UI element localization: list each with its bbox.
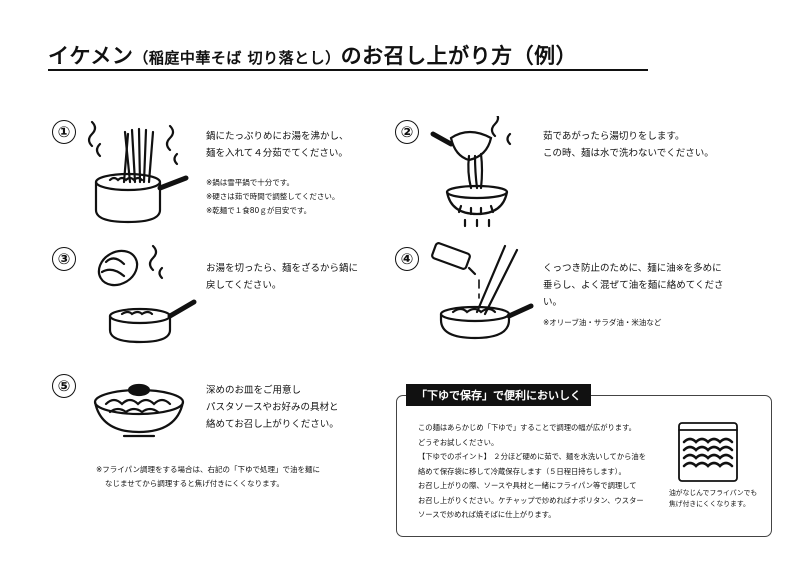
step-1-number: ① <box>52 120 76 144</box>
step-1-line-2: 麺を入れて４分茹でてください。 <box>206 148 348 159</box>
step-5-line-2: パスタソースやお好みの具材と <box>206 402 339 413</box>
tip-box-text: この麺はあらかじめ「下ゆで」することで調理の幅が広がります。 どうぞお試しくださ… <box>418 421 646 523</box>
colander-draining-icon <box>430 116 512 228</box>
step-1-text: 鍋にたっぷりめにお湯を沸かし、 麺を入れて４分茹でてください。 <box>206 128 349 162</box>
pot-boiling-noodles-icon <box>87 120 189 224</box>
tip-line-7: ソースで炒めれば焼そばに仕上がります。 <box>418 510 556 519</box>
oil-bottle-mixing-icon <box>431 242 534 340</box>
tip-box-caption: 油がなじんでフライパンでも 焦げ付きにくくなります。 <box>669 488 757 510</box>
storage-bag-noodles-icon <box>678 422 738 482</box>
step-5-note-2: なじませてから調理すると焦げ付きにくくなります。 <box>105 479 284 488</box>
tip-line-2: どうぞお試しください。 <box>418 437 499 447</box>
step-5-line-3: 絡めてお召し上がりください。 <box>206 419 339 430</box>
step-2-line-1: 茹であがったら湯切りをします。 <box>543 131 685 142</box>
title-underline <box>48 69 648 71</box>
step-4-number: ④ <box>395 247 419 271</box>
step-5-note-1: ※フライパン調理をする場合は、右記の「下ゆで処理」で油を麺に <box>96 465 321 474</box>
step-1-notes: ※鍋は雪平鍋で十分です。 ※硬さは茹で時間で調整してください。 ※乾麺で１食80… <box>206 176 339 218</box>
step-1-line-1: 鍋にたっぷりめにお湯を沸かし、 <box>206 131 349 142</box>
step-5-line-1: 深めのお皿をご用意し <box>206 385 302 396</box>
step-2-text: 茹であがったら湯切りをします。 この時、麺は水で洗わないでください。 <box>543 128 714 162</box>
step-2-line-2: この時、麺は水で洗わないでください。 <box>543 148 714 159</box>
step-3-number: ③ <box>52 247 76 271</box>
title-main: イケメン <box>48 44 134 68</box>
step-4-text: くっつき防止のために、麺に油※を多めに 垂らし、よく混ぜて油を麺に絡めてくださ … <box>543 260 738 311</box>
plated-noodles-icon <box>93 383 185 438</box>
page-title: イケメン（稲庭中華そば 切り落とし）のお召し上がり方（例） <box>48 40 577 70</box>
step-5-text: 深めのお皿をご用意し パスタソースやお好みの具材と 絡めてお召し上がりください。 <box>206 382 339 433</box>
step-3-line-1: お湯を切ったら、麺をざるから鍋に <box>206 263 359 274</box>
tip-line-4: 絡めて保存袋に移して冷蔵保存します（５日程日持ちします）。 <box>418 466 626 476</box>
step-3-text: お湯を切ったら、麺をざるから鍋に 戻してください。 <box>206 260 358 294</box>
tip-box-title: 「下ゆで保存」で便利においしく <box>406 384 591 406</box>
step-1-note-3: ※乾麺で１食80ｇが目安です。 <box>206 206 312 215</box>
tip-caption-line-2: 焦げ付きにくくなります。 <box>669 500 750 508</box>
step-4-line-1: くっつき防止のために、麺に油※を多めに <box>543 263 722 274</box>
tip-caption-line-1: 油がなじんでフライパンでも <box>669 489 758 497</box>
step-3-line-2: 戻してください。 <box>206 280 282 291</box>
step-5-notes: ※フライパン調理をする場合は、右記の「下ゆで処理」で油を麺に なじませてから調理… <box>96 463 320 491</box>
tip-line-6: お召し上がりください。ケチャップで炒めればナポリタン、ウスター <box>418 495 644 505</box>
step-2-number: ② <box>395 120 419 144</box>
title-product: （稲庭中華そば 切り落とし） <box>133 49 341 67</box>
step-5-number: ⑤ <box>52 374 76 398</box>
tip-line-5: お召し上がりの際、ソースや具材と一緒にフライパン等で調理して <box>418 481 637 490</box>
step-4-line-3: い。 <box>543 297 563 308</box>
step-1-note-1: ※鍋は雪平鍋で十分です。 <box>206 178 295 187</box>
noodles-back-to-pot-icon <box>97 244 197 344</box>
step-4-note: ※オリーブ油・サラダ油・米油など <box>543 318 662 327</box>
step-1-note-2: ※硬さは茹で時間で調整してください。 <box>206 192 340 201</box>
step-4-line-2: 垂らし、よく混ぜて油を麺に絡めてくださ <box>543 280 724 291</box>
tip-line-3: 【下ゆでのポイント】 ２分ほど硬めに茹で、麺を水洗いしてから油を <box>418 452 647 461</box>
tip-line-1: この麺はあらかじめ「下ゆで」することで調理の幅が広がります。 <box>418 423 636 432</box>
title-suffix: のお召し上がり方（例） <box>340 44 578 68</box>
